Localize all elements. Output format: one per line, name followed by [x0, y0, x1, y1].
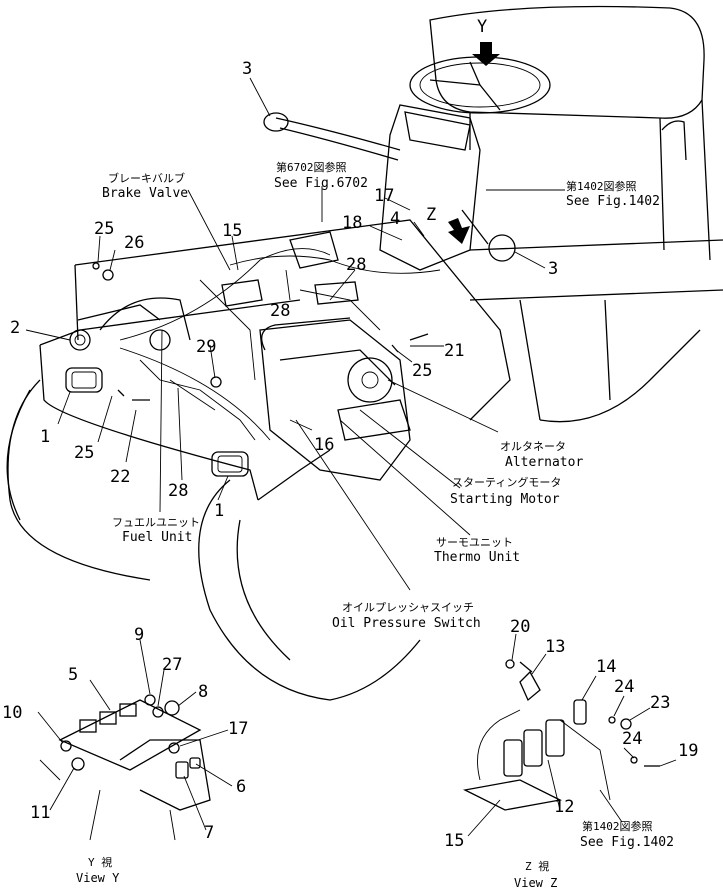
part-number: 1	[214, 501, 224, 521]
see-fig-1402-label-en: See Fig.1402	[566, 194, 660, 209]
view-arrows	[448, 42, 500, 244]
view-y-caption-en: View Y	[76, 871, 120, 885]
part-number: 26	[124, 233, 144, 253]
part-number: 8	[198, 682, 208, 702]
part-number-labels: 3 3 25 26 15 17 18 4 28 28 2 29 21 25 1 …	[2, 59, 698, 851]
alternator-label-en: Alternator	[505, 455, 583, 470]
part-number: 19	[678, 741, 698, 761]
view-y-arrow-icon	[472, 42, 500, 66]
part-number: 17	[228, 719, 248, 739]
see-fig-6702-label-jp: 第6702図参照	[276, 160, 347, 174]
starting-motor-label-jp: スターティングモータ	[452, 475, 561, 489]
part-number: 27	[162, 655, 182, 675]
view-z-caption-en: View Z	[514, 876, 557, 890]
part-number: 21	[444, 341, 464, 361]
part-number: 7	[204, 823, 214, 843]
see-fig-1402-label-jp: 第1402図参照	[566, 179, 637, 193]
see-fig-1402b-label-en: See Fig.1402	[580, 835, 674, 850]
brake-valve-label-en: Brake Valve	[102, 186, 188, 201]
part-number: 23	[650, 693, 670, 713]
view-y-caption-jp: Y 視	[88, 855, 112, 869]
part-number: 16	[314, 435, 334, 455]
part-number: 9	[134, 625, 144, 645]
part-number: 5	[68, 665, 78, 685]
alternator-label-jp: オルタネータ	[500, 440, 566, 453]
fuel-unit-label-en: Fuel Unit	[122, 530, 192, 545]
part-number: 10	[2, 703, 22, 723]
view-letter-z: Z	[426, 205, 436, 225]
part-number: 24	[622, 729, 642, 749]
part-number: 24	[614, 677, 634, 697]
part-number: 25	[94, 219, 114, 239]
part-number: 18	[342, 213, 362, 233]
part-number: 6	[236, 777, 246, 797]
part-number: 28	[168, 481, 188, 501]
part-number: 15	[222, 221, 242, 241]
part-number: 3	[548, 259, 558, 279]
view-letter-y: Y	[477, 17, 487, 37]
part-number: 20	[510, 617, 530, 637]
view-y-detail	[39, 694, 211, 841]
thermo-unit-label-en: Thermo Unit	[434, 550, 520, 565]
callout-labels: ブレーキバルブ Brake Valve 第6702図参照 See Fig.670…	[76, 160, 674, 890]
part-number: 1	[40, 427, 50, 447]
machine-body	[6, 5, 723, 701]
part-number: 15	[444, 831, 464, 851]
part-number: 3	[242, 59, 252, 79]
part-number: 2	[10, 318, 20, 338]
fuel-unit-label-jp: フュエルユニット	[112, 516, 200, 529]
part-number: 11	[30, 803, 50, 823]
part-number: 12	[554, 797, 574, 817]
part-number: 25	[412, 361, 432, 381]
starting-motor-label-en: Starting Motor	[450, 492, 560, 507]
view-z-detail	[462, 659, 660, 811]
view-z-caption-jp: Z 視	[525, 859, 549, 873]
oil-pressure-label-en: Oil Pressure Switch	[332, 616, 481, 631]
oil-pressure-label-jp: オイルプレッシャスイッチ	[342, 601, 474, 614]
leader-lines	[25, 77, 677, 837]
thermo-unit-label-jp: サーモユニット	[436, 536, 513, 549]
part-number: 17	[374, 186, 394, 206]
brake-valve-label-jp: ブレーキバルブ	[108, 171, 185, 185]
part-number: 22	[110, 467, 130, 487]
see-fig-1402b-label-jp: 第1402図参照	[582, 819, 653, 833]
part-number: 28	[270, 301, 290, 321]
part-number: 29	[196, 337, 216, 357]
part-number: 25	[74, 443, 94, 463]
part-number: 13	[545, 637, 565, 657]
part-number: 4	[390, 209, 400, 229]
view-z-arrow-icon	[448, 218, 470, 244]
part-number: 14	[596, 657, 616, 677]
see-fig-6702-label-en: See Fig.6702	[274, 176, 368, 191]
part-number: 28	[346, 255, 366, 275]
